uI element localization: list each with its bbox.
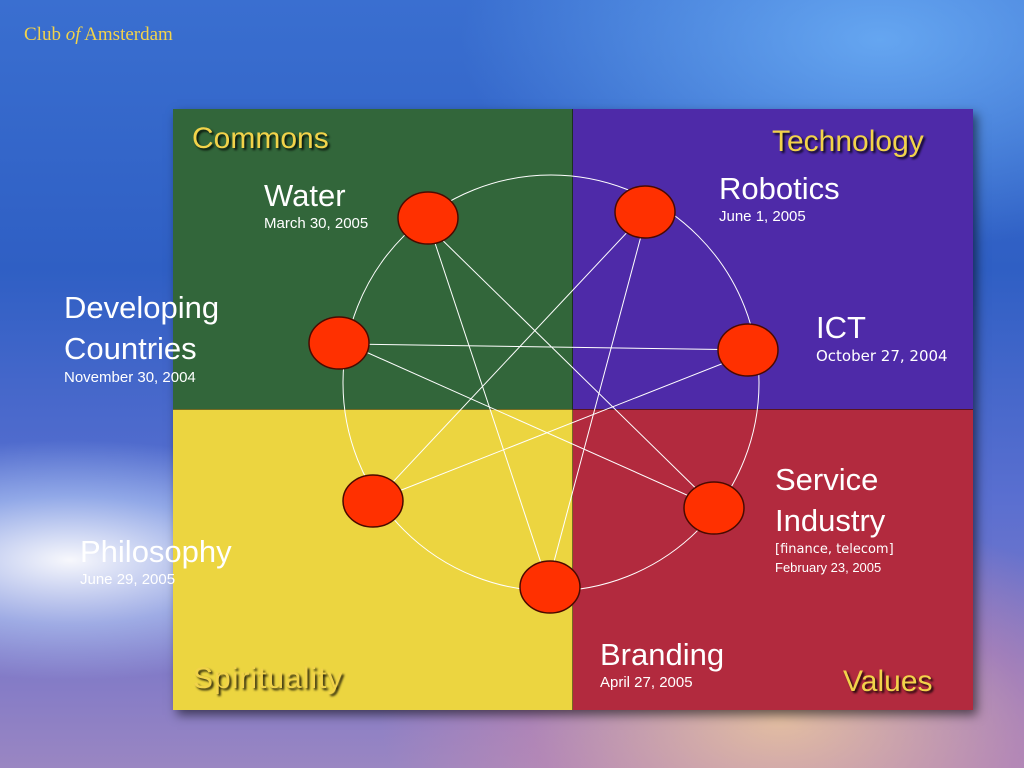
topic-date: November 30, 2004: [64, 369, 196, 386]
topic-title-line2: Countries: [64, 331, 197, 366]
club-of-amsterdam-logo: Club of Amsterdam: [24, 24, 173, 46]
topic-title-line1: Service: [775, 462, 879, 497]
topic-philosophy: Philosophy June 29, 2005: [80, 533, 232, 589]
topic-title: Robotics: [719, 171, 840, 206]
topic-date: March 30, 2005: [264, 215, 369, 232]
category-technology: Technology: [772, 125, 924, 158]
topic-title: Water: [264, 178, 346, 213]
category-values: Values: [843, 665, 933, 698]
topic-date: April 27, 2005: [600, 674, 693, 691]
quadrant-divider-horizontal: [173, 409, 973, 410]
topic-ict: ICT October 27, 2004: [816, 309, 948, 365]
category-commons: Commons: [192, 122, 329, 155]
brand-of: of: [65, 24, 81, 45]
topic-title: ICT: [816, 310, 866, 345]
topic-robotics: Robotics June 1, 2005: [719, 170, 840, 226]
topic-subtitle: [finance, telecom]: [775, 542, 894, 557]
topic-title: Branding: [600, 637, 725, 672]
topic-title: Philosophy: [80, 534, 232, 569]
brand-club: Club: [24, 24, 66, 45]
topic-service-industry: Service Industry [finance, telecom] Febr…: [775, 459, 894, 577]
topic-date: February 23, 2005: [775, 560, 882, 575]
topic-water: Water March 30, 2005: [264, 177, 368, 233]
brand-amsterdam: Amsterdam: [80, 24, 173, 45]
topic-date: June 1, 2005: [719, 208, 806, 225]
topic-date: October 27, 2004: [816, 347, 948, 365]
topic-branding: Branding April 27, 2005: [600, 636, 724, 692]
topic-developing-countries: Developing Countries November 30, 2004: [64, 287, 219, 387]
topic-title-line1: Developing: [64, 290, 220, 325]
topic-date: June 29, 2005: [80, 571, 176, 588]
topic-title-line2: Industry: [775, 503, 886, 538]
category-spirituality: Spirituality: [193, 662, 344, 695]
